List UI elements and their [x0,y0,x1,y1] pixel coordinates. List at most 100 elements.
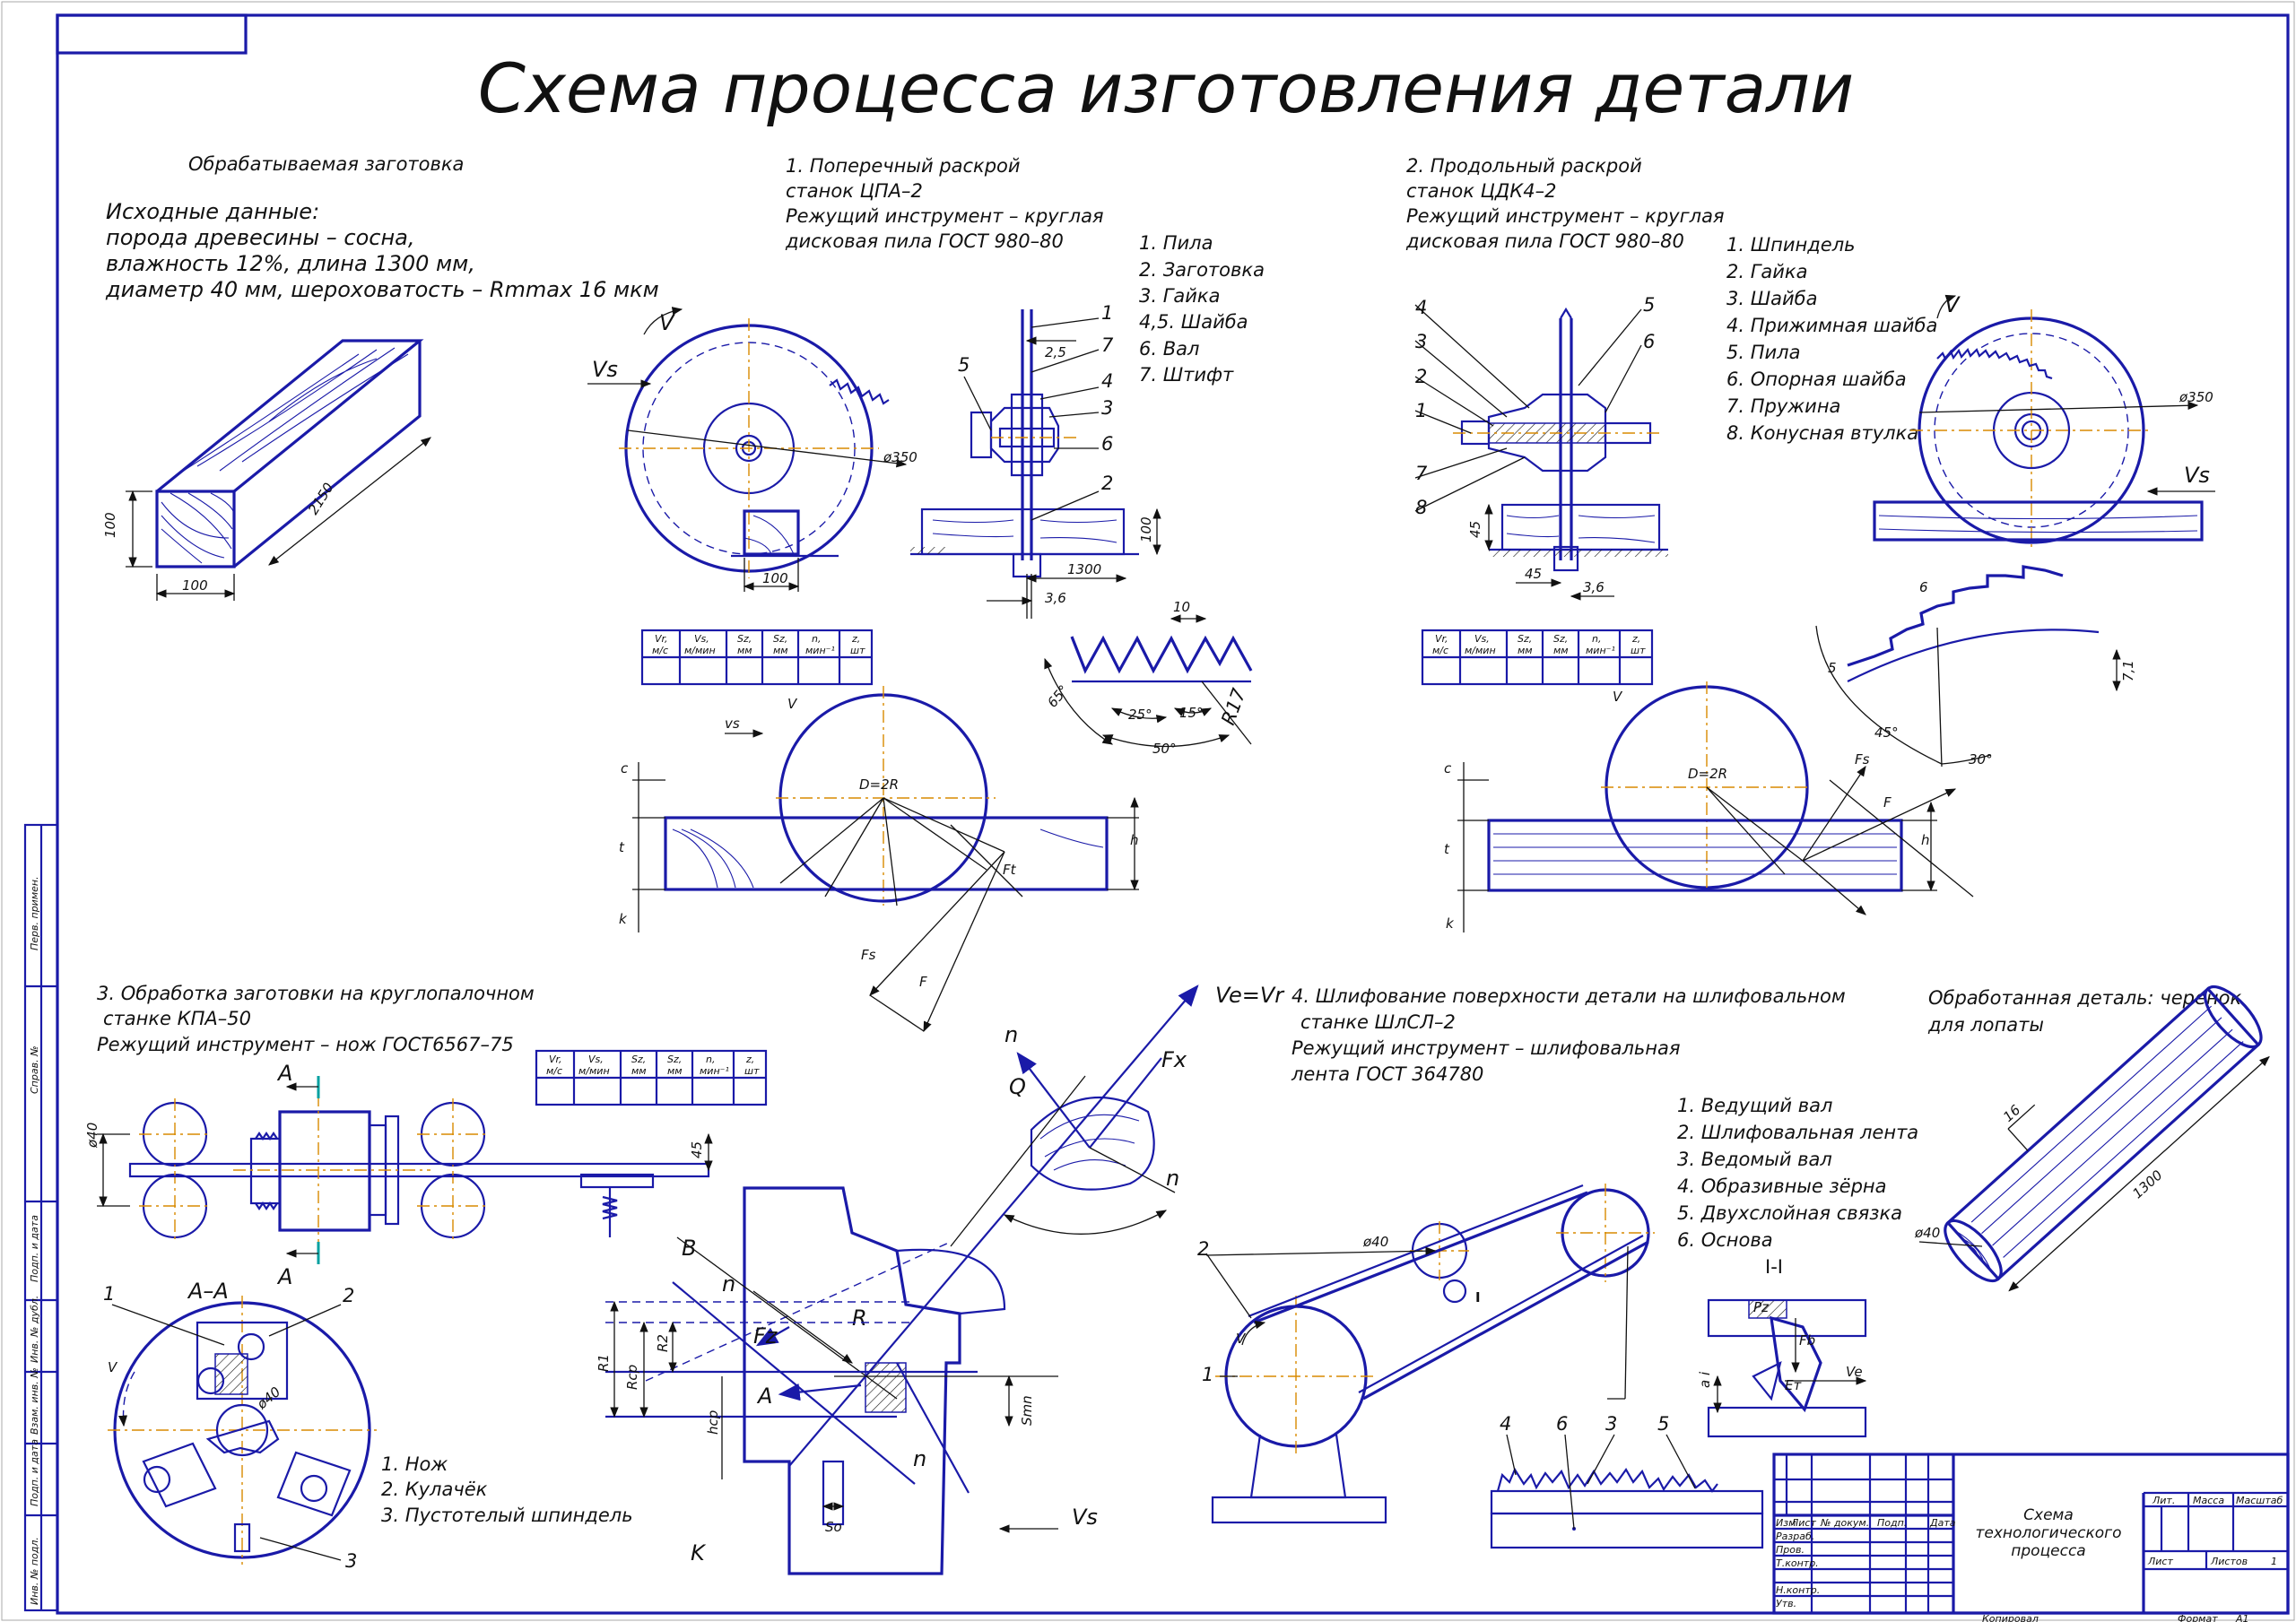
op3-callout: 3 [345,1550,357,1572]
sidebar-label: Инв. № подл. [29,1537,40,1605]
cut-k: K [691,1540,707,1566]
op4-part: 5. Двухслойная связка [1677,1202,1902,1224]
op1-k: k [619,911,628,927]
op2-callout: 5 [1643,294,1655,316]
op1-table-h: м/с [652,645,668,656]
blank-line: порода древесины – сосна, [106,225,415,250]
blank-line: влажность 12%, длина 1300 мм, [106,251,475,276]
stamp-col: Дата [1929,1517,1956,1529]
cut-n1: n [1004,1022,1018,1047]
op1-Fs: Fs [861,947,876,963]
title-block: Изм Лист № докум. Подп. Дата Разраб. Про… [1772,1453,2290,1622]
op2-callout: 6 [1643,331,1655,352]
op1-c: c [621,760,629,776]
op2-dim: 3,6 [1583,579,1605,595]
stamp-lit: Лит. [2152,1495,2175,1506]
op2-part: 7. Пружина [1726,395,1840,417]
op1-dim: 1300 [1067,561,1101,577]
op2-heading: Режущий инструмент – круглая [1406,205,1725,227]
cut-r2: R2 [655,1334,671,1352]
op1-part: 2. Заготовка [1139,259,1265,281]
op3-section-aa: А–А V 1 2 3 ø40 1. Нож 2. Кулачё [103,1279,633,1572]
op3-table-h: шт [744,1065,760,1077]
op1-vs: Vs [592,357,618,382]
op1-table-h: шт [850,645,865,656]
op4-callout: 2 [1197,1238,1209,1260]
result-heading: Обработанная деталь: черенок [1928,987,2241,1009]
op4-et: Eт [1785,1377,1802,1393]
op3-v: V [108,1359,118,1375]
cut-rcp: Rcp [624,1365,640,1390]
op3-part: 1. Нож [381,1453,448,1475]
op3-section: 3. Обработка заготовки на круглопалочном… [84,983,768,1572]
op2-table-h: z, [1631,633,1640,645]
op2-diam: ø350 [2179,389,2213,405]
op1-t: t [619,839,625,855]
op1-callout: 2 [1101,473,1113,494]
blank-bar-drawing: 100 100 2150 [102,339,431,601]
op2-D: D=2R [1688,766,1727,782]
cut-q: Q [1009,1074,1026,1099]
cut-so: So [825,1519,842,1535]
page-title: Схема процесса изготовления детали [478,48,1854,128]
op1-table-h: Sz, [737,633,752,645]
cut-n4: n [913,1446,926,1471]
op2-v: V [1944,292,1961,317]
cut-r1: R1 [596,1354,612,1372]
op2-table-h: мм [1553,645,1569,656]
op4-heading: 4. Шлифование поверхности детали на шлиф… [1292,985,1846,1007]
op3-arrow-a: A [276,1264,292,1289]
op1-table-h: м/мин [684,645,716,656]
op2-part: 8. Конусная втулка [1726,422,1918,444]
op4-part: 4. Образивные зёрна [1677,1175,1887,1197]
sidebar-label: Перв. примен. [29,876,40,950]
op3-callout: 2 [343,1285,354,1306]
cut-r: R [852,1305,867,1331]
stamp-row: Н.контр. [1776,1584,1820,1596]
op2-table-h: мин⁻¹ [1586,645,1615,656]
op4-callout: 4 [1500,1413,1511,1435]
op2-table-h: Sz, [1518,633,1532,645]
cut-fx: Fx [1161,1047,1187,1072]
op3-machine: A A ø40 45 [84,1061,713,1289]
op2-table-h: Sz, [1553,633,1568,645]
stamp-sheets-num: 1 [2271,1556,2277,1567]
stamp-copied: Копировал [1982,1613,2039,1622]
op2-callout: 8 [1415,497,1427,518]
sidebar-stamp: Перв. примен. Справ. № Подп. и дата Инв.… [23,823,59,1612]
op2-h: h [1921,832,1930,848]
op2-param-table: Vr, м/с Vs, м/мин Sz, мм Sz, мм n, мин⁻¹… [1421,629,1654,686]
op3-table-h: мм [667,1065,683,1077]
op1-part: 4,5. Шайба [1139,311,1248,333]
op4-callout: 1 [1202,1364,1213,1385]
op1-angle: 25° [1128,707,1152,723]
op1-table-h: мин⁻¹ [805,645,835,656]
op3-part: 2. Кулачёк [381,1479,488,1500]
op2-table-h: мм [1518,645,1533,656]
cut-fz: Fz [753,1323,778,1349]
op3-table-h: Vr, [549,1054,562,1065]
op1-table-h: Sz, [773,633,787,645]
op1-heading: дисковая пила ГОСТ 980–80 [785,230,1064,252]
op2-table-h: n, [1592,633,1601,645]
stamp-format-val: A1 [2235,1613,2249,1622]
result-d40: ø40 [1914,1225,1940,1241]
op2-table-h: Vr, [1435,633,1448,645]
op1-callout: 5 [958,354,970,376]
result-len: 1300 [2129,1167,2165,1201]
op4-heading: Режущий инструмент – шлифовальная [1292,1037,1681,1059]
op2-heading: станок ЦДК4–2 [1406,180,1556,202]
op3-dim: 45 [689,1141,705,1158]
stamp-format: Формат [2178,1613,2218,1622]
op4-part: 1. Ведущий вал [1677,1095,1832,1116]
sidebar-label: Справ. № [29,1045,40,1094]
op2-dim: 45 [1467,521,1483,538]
blank-dim: 100 [102,512,118,538]
op4-fb: Fb [1799,1332,1815,1349]
sidebar-label: Взам. инв. № [29,1367,40,1435]
op3-dim: ø40 [253,1383,283,1413]
op2-heading: дисковая пила ГОСТ 980–80 [1405,230,1684,252]
op1-saw-view: ø350 100 V Vs [587,307,918,592]
op4-callout: 5 [1657,1413,1669,1435]
op4-callout: 6 [1556,1413,1568,1435]
